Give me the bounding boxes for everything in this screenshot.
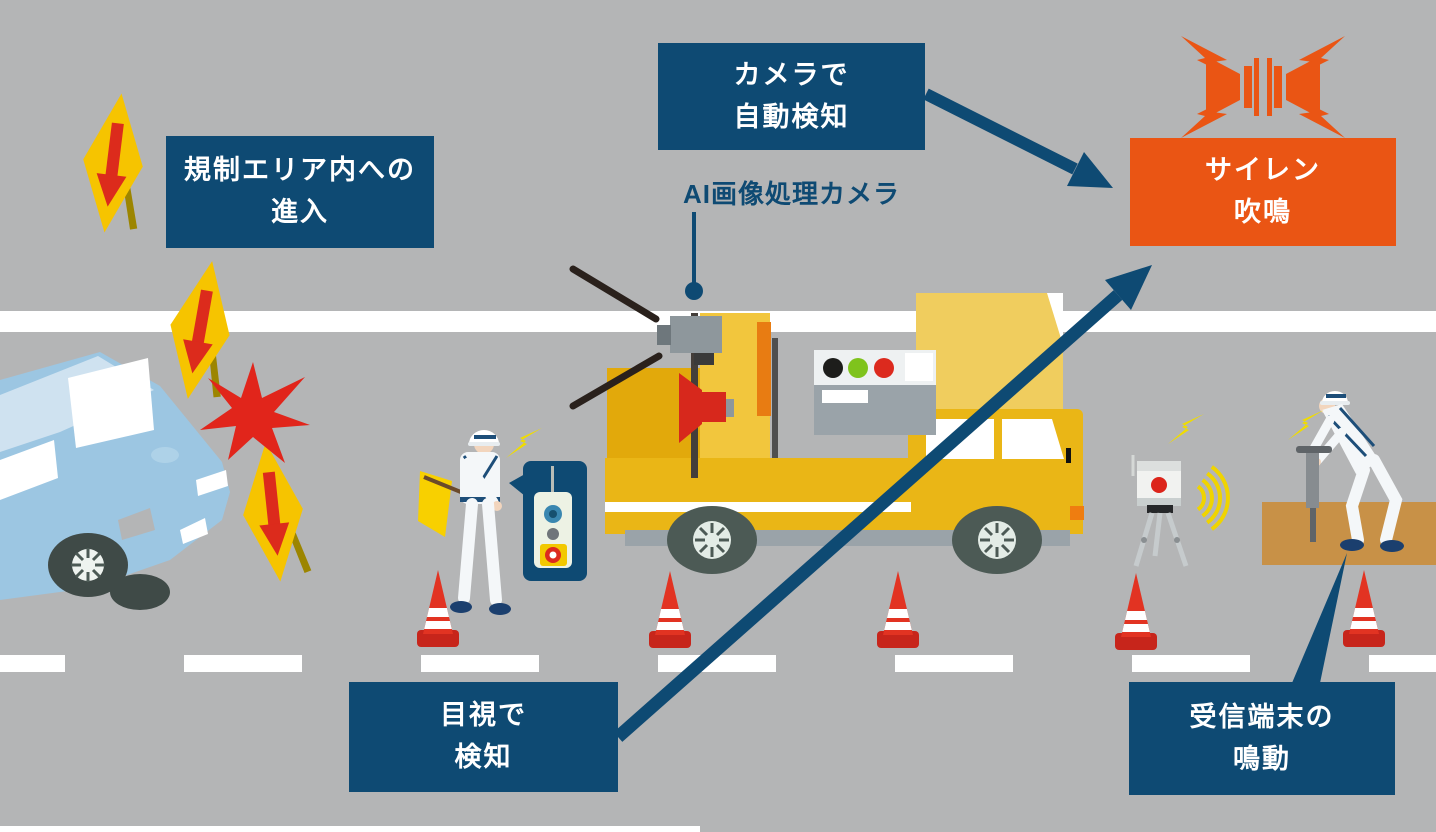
traffic-cones: [417, 570, 1385, 650]
callout-text-line: 目視で: [440, 700, 527, 731]
callout-text-line: サイレン: [1205, 155, 1321, 186]
crash-burst: [200, 362, 310, 463]
callout-text-line: 進入: [271, 197, 329, 227]
callout-text-line: 自動検知: [733, 101, 850, 132]
traffic-cone: [649, 571, 691, 648]
door-handle: [1066, 448, 1071, 463]
siren-horn-icon: [1181, 36, 1345, 138]
car-wheel: [48, 533, 128, 597]
callout-receiver-ring: 受信端末の 鳴動: [1129, 682, 1395, 795]
truck-wheel: [952, 506, 1042, 574]
cargo-box: [916, 293, 1063, 410]
arrow-visual-to-siren: [613, 265, 1152, 742]
lightning-bolt: [506, 428, 542, 458]
callout-text-line: 規制エリア内への: [184, 155, 416, 186]
ai-camera: [657, 316, 722, 365]
lane-line-dashed: [0, 655, 1436, 832]
intruding-car: [0, 352, 230, 610]
callout-camera-detect: カメラで 自動検知: [658, 43, 925, 150]
arrow-board-3: [235, 439, 313, 585]
callout-siren: サイレン 吹鳴: [1130, 138, 1396, 246]
truck-wheel: [667, 506, 757, 574]
flagman-with-flag: [418, 430, 511, 615]
arrow-board-1: [74, 89, 154, 237]
receiver-alarm-light: [1151, 477, 1167, 493]
traffic-cone: [1343, 570, 1385, 647]
wedge-pointer-to-receiver-callout: [1292, 553, 1347, 683]
arrow-camera-to-siren: [923, 88, 1113, 188]
callout-visual-detect: 目視で 検知: [349, 682, 618, 792]
ai-label-pointer: [685, 212, 703, 300]
callout-text-line: 受信端末の: [1189, 701, 1335, 732]
receiver-on-tripod: [1131, 455, 1189, 567]
yellow-flag: [418, 471, 452, 537]
ai-camera-label: AI画像処理カメラ: [682, 179, 900, 209]
traffic-cone: [1115, 573, 1157, 650]
callout-text-line: 検知: [454, 742, 513, 772]
lightning-bolt: [1168, 414, 1204, 444]
callout-text-line: カメラで: [733, 59, 850, 90]
horn-speaker: [679, 373, 734, 443]
callout-text-line: 吹鳴: [1234, 197, 1292, 227]
callout-text-line: 鳴動: [1233, 743, 1291, 774]
callout-restricted-entry: 規制エリア内への 進入: [166, 136, 434, 248]
control-panel: [814, 350, 936, 435]
jackhammer: [1296, 446, 1332, 542]
radio-signal-arcs: [1196, 465, 1230, 531]
work-truck: [605, 293, 1084, 574]
camera-fov-lines: [569, 265, 663, 410]
worker-with-jackhammer: [1296, 391, 1404, 552]
traffic-cone: [877, 571, 919, 648]
remote-control-bubble: [509, 461, 587, 581]
